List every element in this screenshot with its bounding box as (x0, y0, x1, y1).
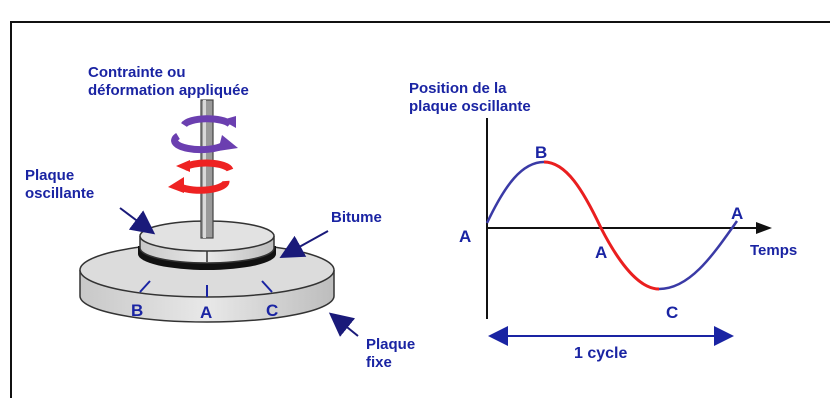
oscillating-plate-pointer (119, 207, 156, 235)
oscillation-graph (485, 118, 772, 346)
point-a-mid: A (595, 243, 607, 262)
oscillating-plate-label-1: Plaque (25, 167, 74, 184)
point-a-start: A (459, 227, 471, 246)
point-c: C (666, 303, 678, 322)
rotation-arrow-icon (171, 115, 238, 154)
fixed-plate-pointer (328, 312, 359, 337)
x-axis-label: Temps (750, 242, 797, 259)
plate-mark-c: C (266, 301, 278, 320)
wave-segment-red (543, 160, 660, 291)
applied-title-line-2: déformation appliquée (88, 82, 249, 99)
bitumen-label: Bitume (331, 209, 382, 226)
plate-mark-a: A (200, 303, 212, 322)
rotation-arrow-icon (168, 159, 234, 194)
plate-mark-b: B (131, 301, 143, 320)
oscillating-plate-label-2: oscillante (25, 185, 94, 202)
x-axis-arrowhead (756, 222, 772, 234)
graph-title-line-1: Position de la (409, 80, 507, 97)
graph-title-line-2: plaque oscillante (409, 98, 531, 115)
point-b: B (535, 143, 547, 162)
applied-title-line-1: Contrainte ou (88, 64, 186, 81)
fixed-plate-label-2: fixe (366, 354, 392, 371)
plate-tick-marks (139, 280, 273, 297)
shaft (200, 99, 214, 239)
fixed-plate-label-1: Plaque (366, 336, 415, 353)
wave-segment-return (658, 220, 739, 291)
cycle-label: 1 cycle (574, 345, 627, 362)
bitumen-pointer (279, 230, 329, 258)
frame-border (10, 21, 830, 398)
point-a-end: A (731, 204, 743, 223)
